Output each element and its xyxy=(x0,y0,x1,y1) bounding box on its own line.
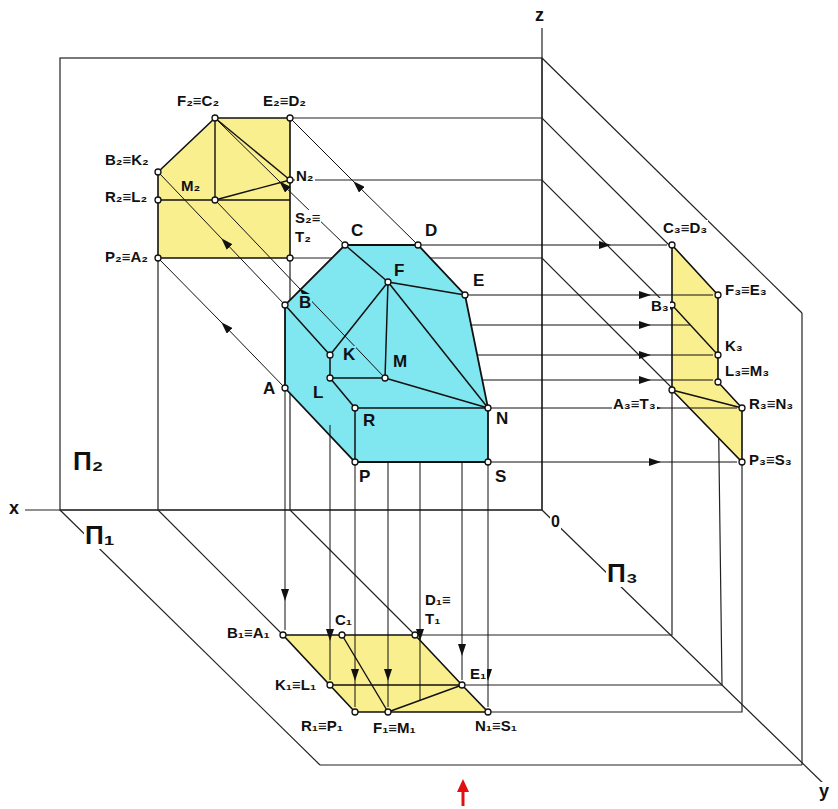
point-label: 0 xyxy=(550,514,561,531)
point-label: E xyxy=(472,272,485,290)
point-label: K xyxy=(342,346,356,364)
point-label: T₂ xyxy=(294,229,312,245)
point-label: A xyxy=(262,380,276,398)
point-label: S xyxy=(494,468,507,486)
point-label: S₂≡ xyxy=(294,210,321,226)
point-label: A₃≡T₃ xyxy=(612,396,657,412)
point-label: F₂≡C₂ xyxy=(176,93,220,109)
point-label: B₃ xyxy=(650,298,670,314)
point-label: R₁≡P₁ xyxy=(300,718,344,734)
point-label: N xyxy=(495,410,509,428)
point-label: F₁≡M₁ xyxy=(372,720,417,736)
point-label: D xyxy=(424,222,438,240)
point-label: D₁≡ xyxy=(424,592,452,608)
point-label: C₃≡D₃ xyxy=(662,220,708,236)
point-label: B₂≡K₂ xyxy=(104,152,150,168)
point-label: E₂≡D₂ xyxy=(262,93,307,109)
point-label: N₁≡S₁ xyxy=(474,718,518,734)
point-label: E₁ xyxy=(469,666,487,682)
point-label: B₁≡A₁ xyxy=(226,625,271,641)
point-label: Π₃ xyxy=(606,560,639,587)
point-label: R₂≡L₂ xyxy=(104,189,148,205)
point-label: x xyxy=(8,499,20,518)
point-label: L xyxy=(312,384,324,402)
point-label: P xyxy=(358,468,371,486)
point-label: M₂ xyxy=(180,178,201,194)
point-label: F₃≡E₃ xyxy=(724,282,768,298)
point-label: T₁ xyxy=(424,611,441,627)
point-label: C xyxy=(350,222,364,240)
point-label: Π₂ xyxy=(72,448,104,475)
point-label: F xyxy=(393,262,405,280)
red-arrow xyxy=(457,779,469,806)
point-label: B xyxy=(298,294,312,312)
point-label: Π₁ xyxy=(84,522,116,549)
point-label: L₃≡M₃ xyxy=(724,363,770,379)
point-label: K₁≡L₁ xyxy=(274,677,317,693)
point-label: y xyxy=(818,782,830,801)
point-label: R xyxy=(362,412,376,430)
point-label: M xyxy=(392,353,408,371)
point-label: C₁ xyxy=(334,612,353,628)
point-label: P₂≡A₂ xyxy=(104,249,149,265)
point-label: R₃≡N₃ xyxy=(748,396,794,412)
point-label: z xyxy=(534,6,545,25)
point-label: K₃ xyxy=(724,338,744,354)
point-label: N₂ xyxy=(295,168,315,184)
point-label: P₃≡S₃ xyxy=(748,452,793,468)
